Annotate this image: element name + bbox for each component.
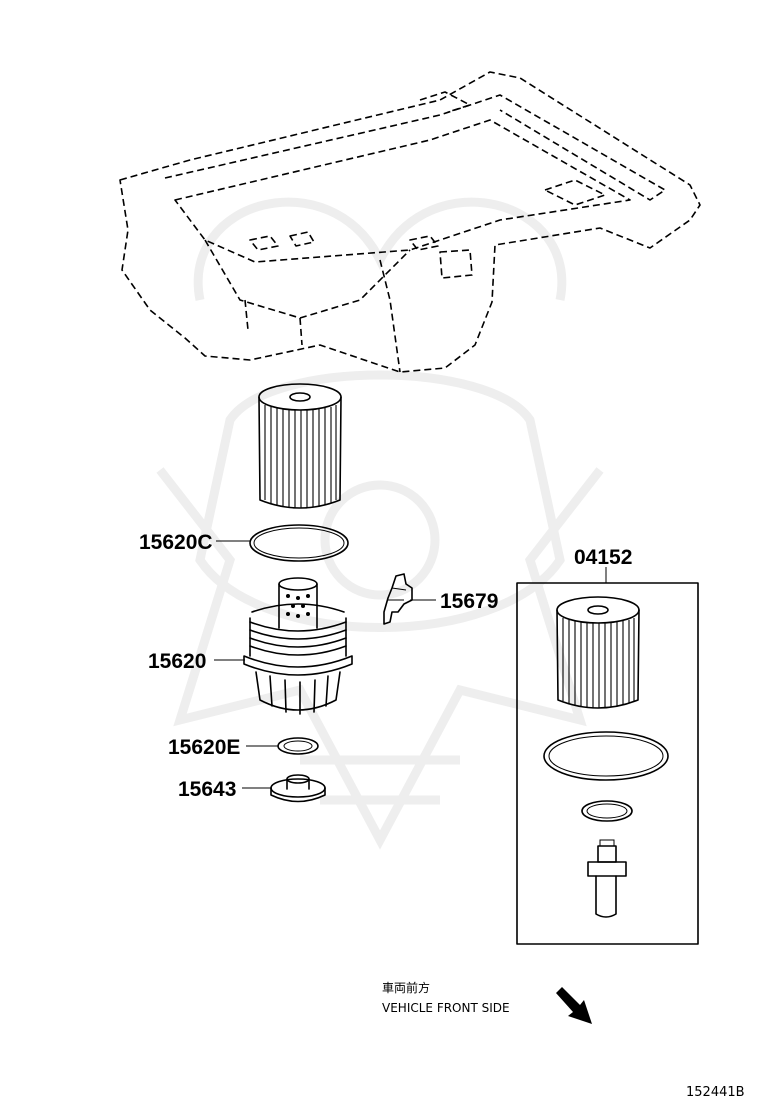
element-pleats (264, 405, 337, 508)
kit-element-pleats (562, 618, 635, 708)
union-stud-drawing (383, 573, 413, 625)
direction-note-english: VEHICLE FRONT SIDE (382, 1001, 510, 1015)
callout-cap-assembly: 15620 (148, 650, 206, 673)
callout-element-gasket: 15620C (139, 531, 213, 554)
illustration-number: 152441B (686, 1085, 745, 1100)
drain-plug-drawing (270, 774, 326, 803)
front-direction-arrow-icon (556, 987, 592, 1024)
callout-cap-o-ring: 15620E (168, 736, 240, 759)
direction-note-japanese: 車両前方 (382, 980, 430, 995)
element-kit-box (516, 582, 699, 945)
oil-filter-element-drawing (258, 383, 342, 509)
cap-assembly-drawing (243, 577, 353, 715)
leader-lines (214, 540, 607, 789)
oil-pan-drawing (119, 71, 701, 373)
element-gasket-drawing (249, 524, 349, 562)
callout-drain-plug: 15643 (178, 778, 236, 801)
callout-union-stud: 15679 (440, 590, 498, 613)
cap-o-ring-drawing (277, 737, 319, 755)
cap-perforations (286, 594, 310, 618)
callout-element-kit: 04152 (574, 546, 632, 569)
